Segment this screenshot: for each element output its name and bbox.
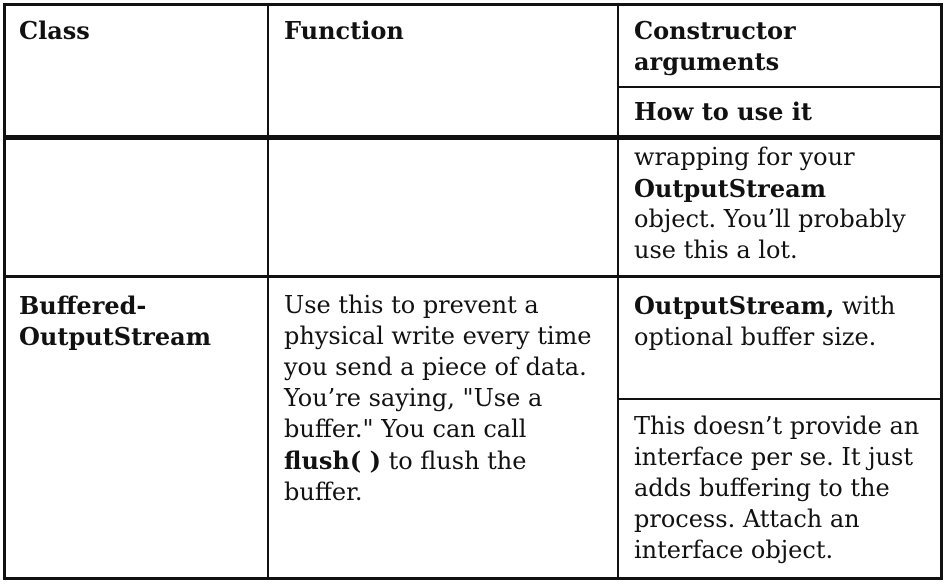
- table-border-right: [940, 3, 943, 580]
- header-constructor-arguments: Constructor arguments: [634, 15, 884, 77]
- row-subdivider: [617, 398, 943, 400]
- continued-line-4: use this a lot.: [634, 236, 798, 264]
- buffered-how-line-1: This doesn’t provide an: [634, 412, 920, 440]
- buffered-how-line-3: adds buffering to the: [634, 474, 890, 502]
- header-bottom-rule: [3, 135, 943, 140]
- header-function: Function: [284, 15, 404, 46]
- buffered-how-line-2: interface per se. It just: [634, 443, 913, 471]
- buffered-how-to-use: This doesn’t provide an interface per se…: [634, 411, 919, 566]
- flush-method-name: flush( ): [284, 446, 381, 475]
- header-class-text: Class: [19, 16, 90, 45]
- buffered-function-line-6: flush( ) to flush the: [284, 445, 592, 477]
- continued-line-1: wrapping for your: [634, 143, 855, 171]
- header-function-text: Function: [284, 16, 404, 45]
- buffered-function-line-3: you send a piece of data.: [284, 353, 587, 381]
- buffered-class-line-2: OutputStream: [19, 322, 212, 351]
- continued-line-2: OutputStream: [634, 174, 827, 203]
- header-class: Class: [19, 15, 90, 46]
- buffered-constructor: OutputStream, with optional buffer size.: [634, 290, 895, 353]
- buffered-constructor-line-2: optional buffer size.: [634, 323, 877, 351]
- buffered-constructor-line-1: OutputStream, with: [634, 290, 895, 322]
- header-subdivider: [617, 86, 943, 88]
- header-how-to-use: How to use it: [634, 96, 812, 127]
- buffered-function-line-7: buffer.: [284, 478, 363, 506]
- buffered-how-line-4: process. Attach an: [634, 505, 860, 533]
- column-divider-2: [617, 3, 619, 580]
- buffered-function-line-2: physical write every time: [284, 322, 592, 350]
- buffered-function: Use this to prevent a physical write eve…: [284, 290, 592, 508]
- buffered-how-line-5: interface object.: [634, 536, 834, 564]
- buffered-class-line-1: Buffered-: [19, 291, 147, 320]
- header-constructor-text: Constructor arguments: [634, 16, 796, 76]
- buffered-constructor-line-1-rest: with: [834, 292, 896, 320]
- header-how-to-use-text: How to use it: [634, 97, 812, 126]
- buffered-function-line-5: buffer." You can call: [284, 415, 527, 443]
- continued-how-to-use: wrapping for your OutputStream object. Y…: [634, 142, 906, 266]
- outputstream-arg: OutputStream,: [634, 291, 835, 320]
- table-border-left: [3, 3, 6, 580]
- buffered-function-line-6-rest: to flush the: [380, 447, 527, 475]
- table-border-top: [3, 3, 943, 6]
- table-border-bottom: [3, 577, 943, 580]
- buffered-class: Buffered- OutputStream: [19, 290, 211, 352]
- buffered-function-line-4: You’re saying, "Use a: [284, 384, 543, 412]
- buffered-function-line-1: Use this to prevent a: [284, 291, 539, 319]
- continued-line-3: object. You’ll probably: [634, 205, 906, 233]
- column-divider-1: [267, 3, 269, 580]
- row-divider: [3, 275, 943, 278]
